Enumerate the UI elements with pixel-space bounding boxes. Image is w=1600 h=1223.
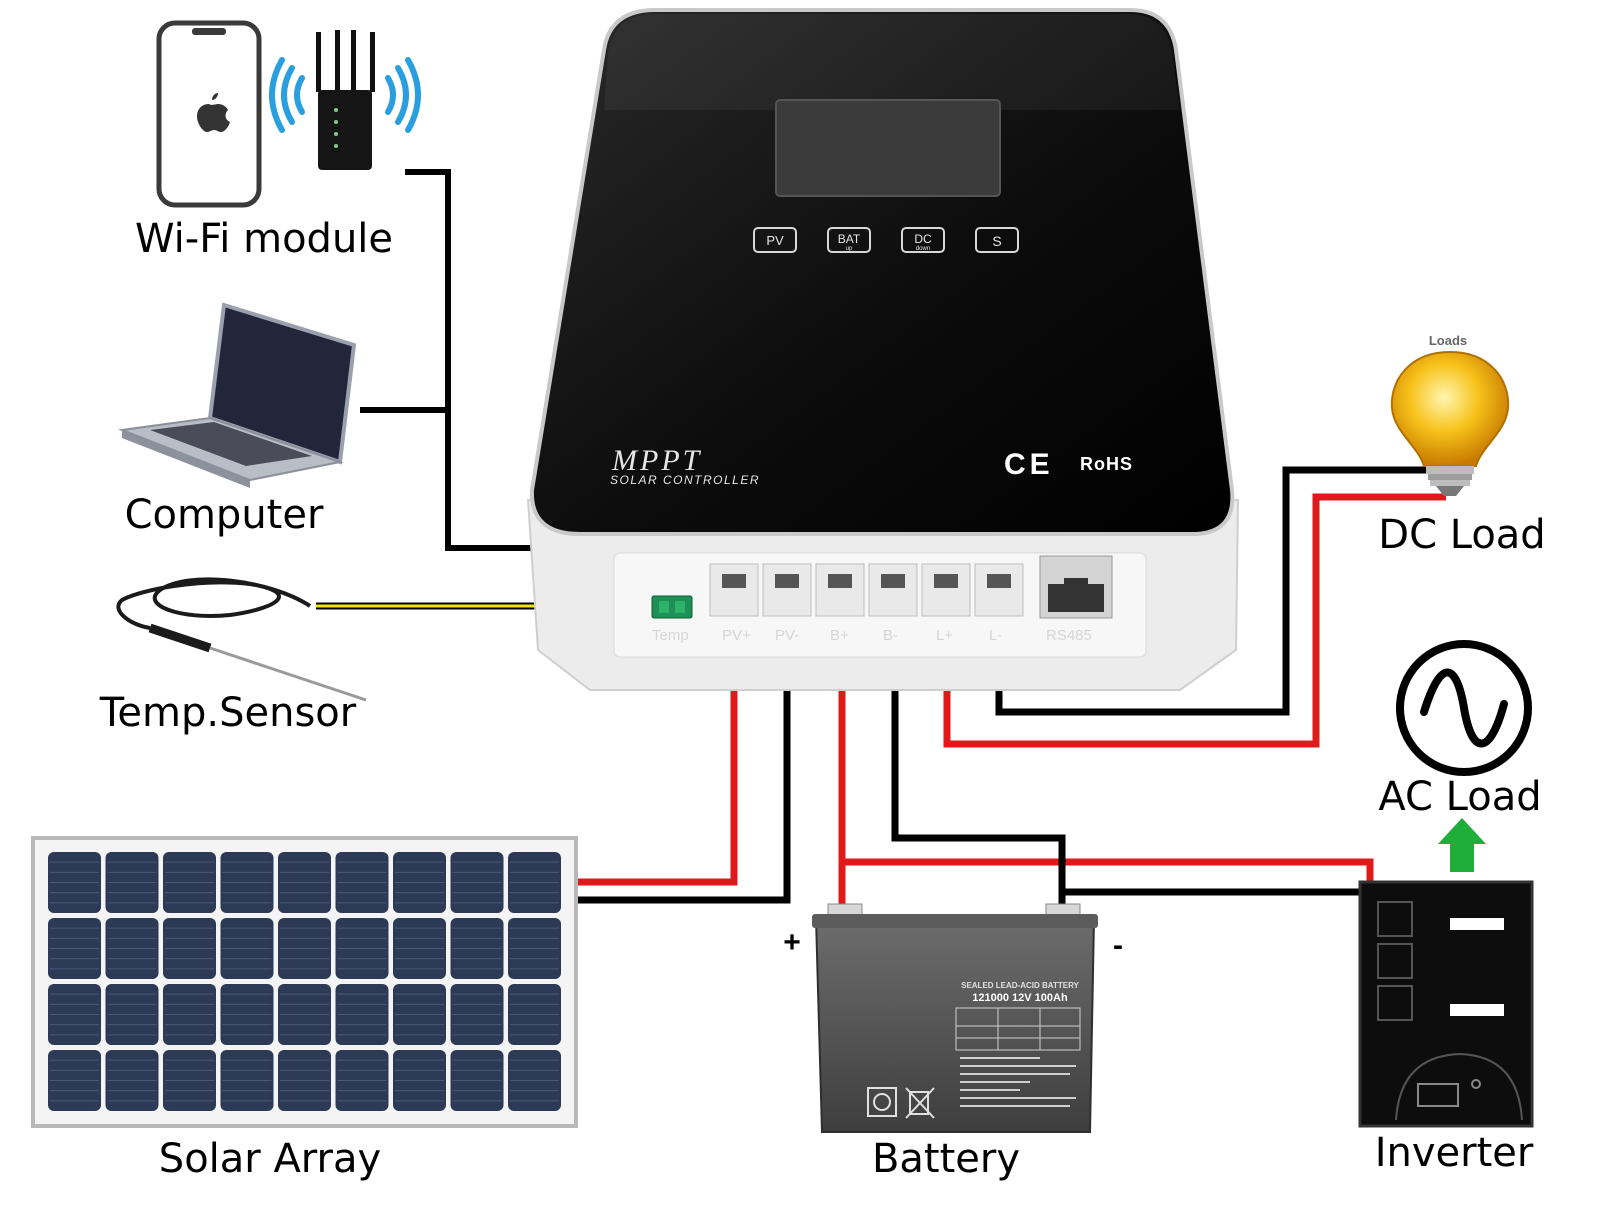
port-label-load-negative: L-: [989, 627, 1002, 644]
smartphone-icon: [156, 20, 262, 208]
s-button[interactable]: S: [975, 227, 1019, 253]
light-bulb-icon: [1390, 350, 1510, 496]
pv-button-label: PV: [766, 233, 784, 248]
port-label-battery-negative: B-: [883, 627, 898, 644]
port-label-pv-positive: PV+: [722, 627, 751, 644]
temperature-probe-icon: [116, 577, 367, 702]
bat-up-button[interactable]: BAT up: [827, 227, 871, 253]
inverter: Inverter: [1358, 880, 1534, 1176]
inverter-case: [1358, 880, 1534, 1128]
pv-positive-wire: [576, 600, 738, 886]
apple-logo-icon: [197, 93, 230, 132]
solar-array: Solar Array: [31, 836, 578, 1182]
port-label-pv-negative: PV-: [775, 627, 799, 644]
terminal-battery-positive[interactable]: [815, 563, 865, 617]
controller-face-sheen: [604, 14, 1180, 110]
solar-panel-cells: [48, 852, 561, 1111]
controller-buttons: PV BAT up DC down S: [753, 227, 1019, 253]
ce-mark: CE: [1004, 448, 1054, 481]
wifi-module: Wi-Fi module: [135, 20, 421, 262]
dc-load-label: DC Load: [1378, 512, 1545, 558]
battery: + - SEALED LEAD-ACID BATTERY 121000 12V …: [783, 903, 1123, 1182]
solar-array-label: Solar Array: [159, 1136, 381, 1182]
battery-label: Battery: [872, 1136, 1020, 1182]
dc-button-sublabel: down: [916, 246, 930, 252]
port-label-rs485: RS485: [1046, 627, 1092, 644]
port-label-load-positive: L+: [936, 627, 953, 644]
port-label-temp: Temp: [652, 627, 689, 644]
wifi-module-label: Wi-Fi module: [135, 216, 393, 262]
mppt-controller: PV BAT up DC down S MPPT SOLAR CONTROLLE…: [526, 8, 1240, 691]
computer: Computer: [118, 302, 357, 538]
bat-button-label: BAT: [838, 232, 861, 246]
controller-face: [529, 8, 1235, 536]
rohs-mark: RoHS: [1080, 454, 1133, 474]
up-arrow-icon: [1438, 818, 1486, 872]
terminal-pv-negative[interactable]: [762, 563, 812, 617]
pv-negative-wire: [576, 600, 791, 904]
battery-spec-table: [955, 1007, 1081, 1051]
battery-negative-wire: [891, 600, 1066, 912]
pv-button[interactable]: PV: [753, 227, 797, 253]
ac-load-label: AC Load: [1378, 774, 1541, 820]
dc-button-label: DC: [914, 232, 932, 246]
wifi-router-icon: [316, 30, 375, 170]
terminal-load-negative[interactable]: [974, 563, 1024, 617]
inverter-power-icon[interactable]: [1471, 1079, 1481, 1089]
computer-label: Computer: [125, 492, 324, 538]
battery-type-text: SEALED LEAD-ACID BATTERY: [961, 981, 1079, 990]
port-label-battery-positive: B+: [830, 627, 849, 644]
rs485-port[interactable]: [1039, 555, 1113, 619]
no-trash-icon: [905, 1087, 935, 1119]
laptop-icon: [118, 302, 357, 488]
temp-sensor-label: Temp.Sensor: [99, 690, 357, 736]
s-button-label: S: [992, 233, 1001, 249]
inverter-positive-wire: [842, 858, 1374, 884]
battery-case: [814, 917, 1096, 1133]
recycle-icon: [867, 1087, 897, 1117]
terminal-pv-positive[interactable]: [709, 563, 759, 617]
dc-down-button[interactable]: DC down: [901, 227, 945, 253]
controller-brand: MPPT: [611, 444, 702, 477]
terminal-load-positive[interactable]: [921, 563, 971, 617]
inverter-display: [1417, 1083, 1459, 1107]
battery-plus-sign: +: [783, 926, 801, 959]
dc-load: Loads DC Load: [1378, 333, 1545, 558]
load-positive-wire: [943, 493, 1446, 748]
ac-load: AC Load: [1378, 640, 1542, 872]
ac-source-icon: [1396, 640, 1532, 776]
temp-terminal[interactable]: [651, 595, 693, 619]
controller-subtitle: SOLAR CONTROLLER: [610, 473, 760, 487]
lcd-screen: [775, 99, 1001, 197]
port-labels: Temp PV+ PV- B+ B- L+ L- RS485: [652, 627, 1092, 644]
battery-model-text: 121000 12V 100Ah: [972, 992, 1068, 1004]
bat-button-sublabel: up: [846, 246, 853, 252]
wifi-signal-icon: [269, 57, 421, 133]
inverter-label: Inverter: [1375, 1130, 1534, 1176]
temp-sensor: Temp.Sensor: [99, 577, 367, 736]
battery-warning-lines: [960, 1057, 1076, 1107]
sine-wave-icon: [1420, 668, 1508, 748]
terminal-blocks: [709, 555, 1113, 619]
terminal-battery-negative[interactable]: [868, 563, 918, 617]
battery-minus-sign: -: [1113, 929, 1123, 962]
bulb-caption: Loads: [1429, 333, 1467, 348]
